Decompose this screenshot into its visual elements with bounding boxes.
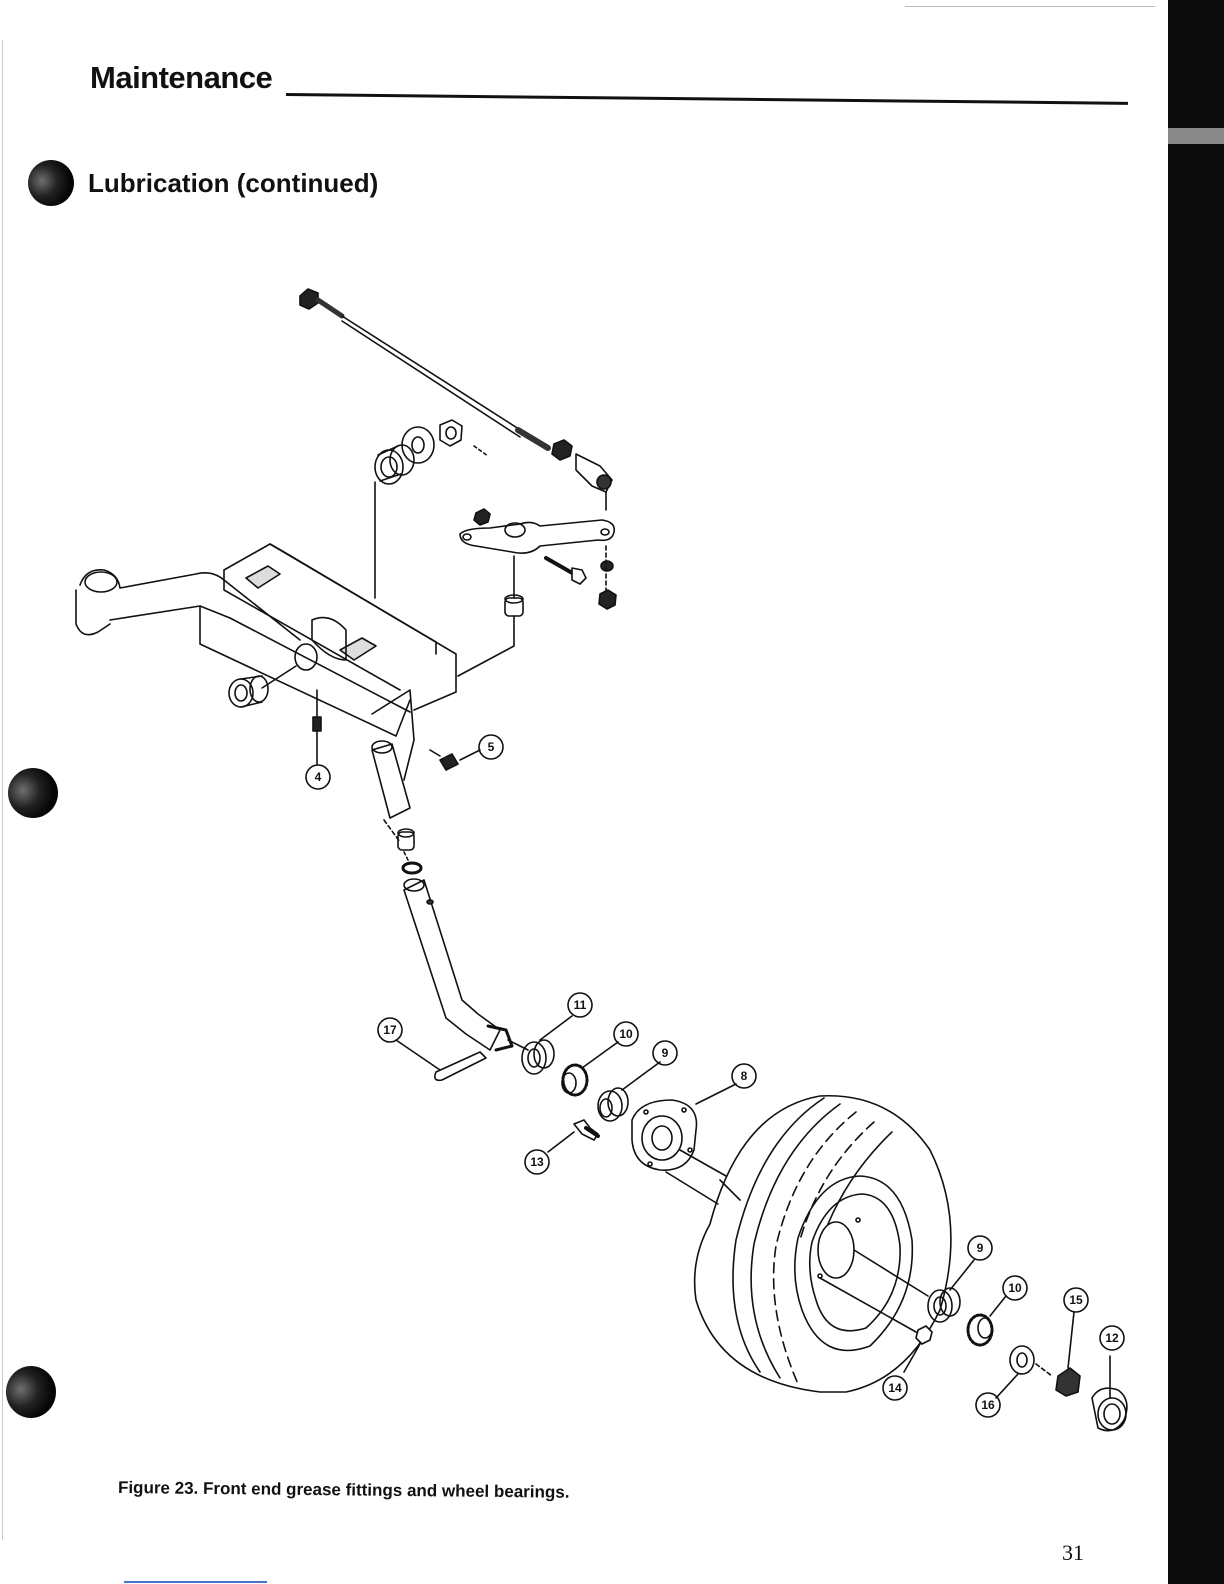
tire-and-wheel <box>695 1096 951 1392</box>
page-number: 31 <box>1062 1540 1084 1566</box>
callout-16: 16 <box>981 1398 995 1412</box>
axle-frame <box>76 544 456 780</box>
bearing-set-inner <box>522 1016 660 1121</box>
wheel-hub-8 <box>632 1084 736 1204</box>
callout-10-outer: 10 <box>1008 1281 1022 1295</box>
grease-fitting-5 <box>430 750 480 770</box>
steering-arm <box>458 509 616 676</box>
grease-fitting-4 <box>229 666 321 764</box>
callout-10: 10 <box>619 1027 633 1041</box>
callout-9-outer: 9 <box>977 1241 984 1255</box>
callout-5: 5 <box>488 740 495 754</box>
callout-8: 8 <box>741 1069 748 1083</box>
tie-rod <box>300 289 612 510</box>
callout-4: 4 <box>315 770 322 784</box>
callout-11: 11 <box>574 998 587 1012</box>
wheel-bolt-13 <box>548 1120 598 1152</box>
footer-link-underline <box>124 1581 267 1583</box>
callout-12: 12 <box>1105 1331 1119 1345</box>
callout-9: 9 <box>662 1046 669 1060</box>
spindle-tube <box>372 741 528 1050</box>
callout-17: 17 <box>383 1023 397 1037</box>
callout-13: 13 <box>530 1155 544 1169</box>
callout-15: 15 <box>1069 1293 1083 1307</box>
callout-14: 14 <box>888 1381 902 1395</box>
callout-circles <box>306 735 1124 1417</box>
bushing-group <box>375 420 488 598</box>
cotter-pin-17 <box>396 1040 486 1080</box>
